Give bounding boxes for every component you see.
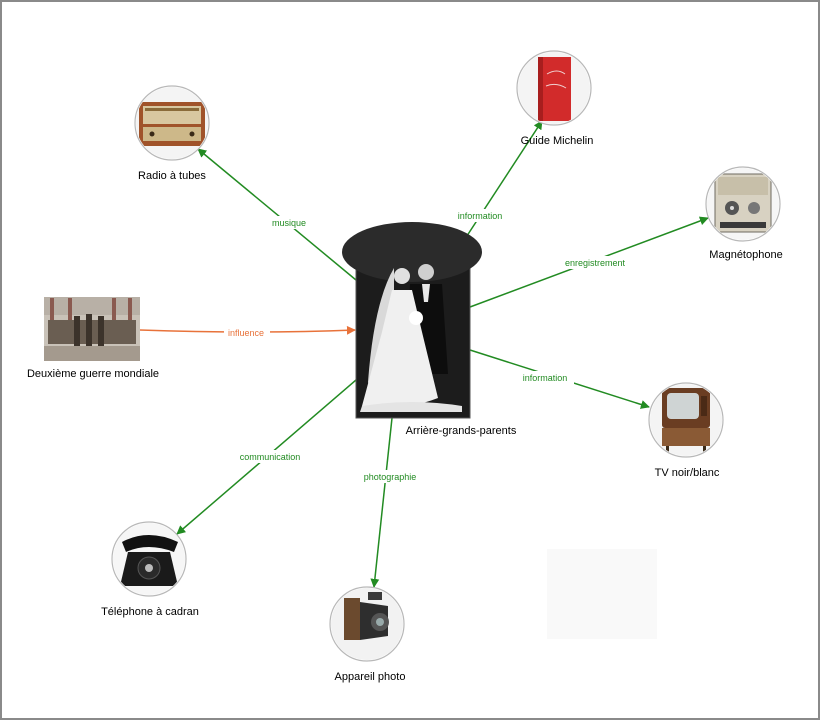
- edge-photographie: [370, 417, 393, 588]
- edge-information-michelin: [460, 120, 543, 246]
- center-node[interactable]: Arrière-grands-parents: [342, 222, 517, 437]
- edge-label-information-michelin: information: [458, 211, 503, 221]
- edge-label-photographie: photographie: [364, 472, 417, 482]
- node-ww2-label: Deuxième guerre mondiale: [27, 368, 159, 380]
- edge-label-enregistrement: enregistrement: [565, 258, 626, 268]
- folding-camera-icon: [331, 588, 403, 660]
- black-white-tv-icon: [650, 384, 722, 456]
- node-camera[interactable]: Appareil photo: [329, 586, 406, 683]
- ww2-parade-photo-icon: [44, 297, 140, 361]
- node-michelin-label: Guide Michelin: [521, 135, 594, 147]
- edge-label-communication: communication: [240, 452, 301, 462]
- edge-label-information-tv: information: [523, 373, 568, 383]
- node-magneto[interactable]: Magnétophone: [705, 166, 783, 261]
- edge-musique: [197, 148, 357, 281]
- node-tv-label: TV noir/blanc: [655, 467, 720, 479]
- background-smudge: [547, 549, 657, 639]
- edge-label-influence: influence: [228, 328, 264, 338]
- tube-radio-icon: [136, 87, 208, 159]
- center-node-label: Arrière-grands-parents: [406, 425, 517, 437]
- wedding-photo-icon: [342, 222, 482, 419]
- edge-labels: musique information enregistrement infor…: [224, 209, 631, 483]
- node-radio[interactable]: Radio à tubes: [134, 85, 210, 182]
- node-ww2[interactable]: Deuxième guerre mondiale: [27, 297, 159, 380]
- node-phone[interactable]: Téléphone à cadran: [101, 521, 199, 618]
- michelin-guide-book-icon: [518, 52, 590, 124]
- node-radio-label: Radio à tubes: [138, 170, 206, 182]
- rotary-phone-icon: [113, 523, 185, 595]
- node-phone-label: Téléphone à cadran: [101, 606, 199, 618]
- edge-label-musique: musique: [272, 218, 306, 228]
- node-tv[interactable]: TV noir/blanc: [648, 382, 724, 479]
- node-camera-label: Appareil photo: [335, 671, 406, 683]
- node-magneto-label: Magnétophone: [709, 249, 782, 261]
- node-michelin[interactable]: Guide Michelin: [516, 50, 594, 147]
- tape-recorder-icon: [707, 168, 779, 240]
